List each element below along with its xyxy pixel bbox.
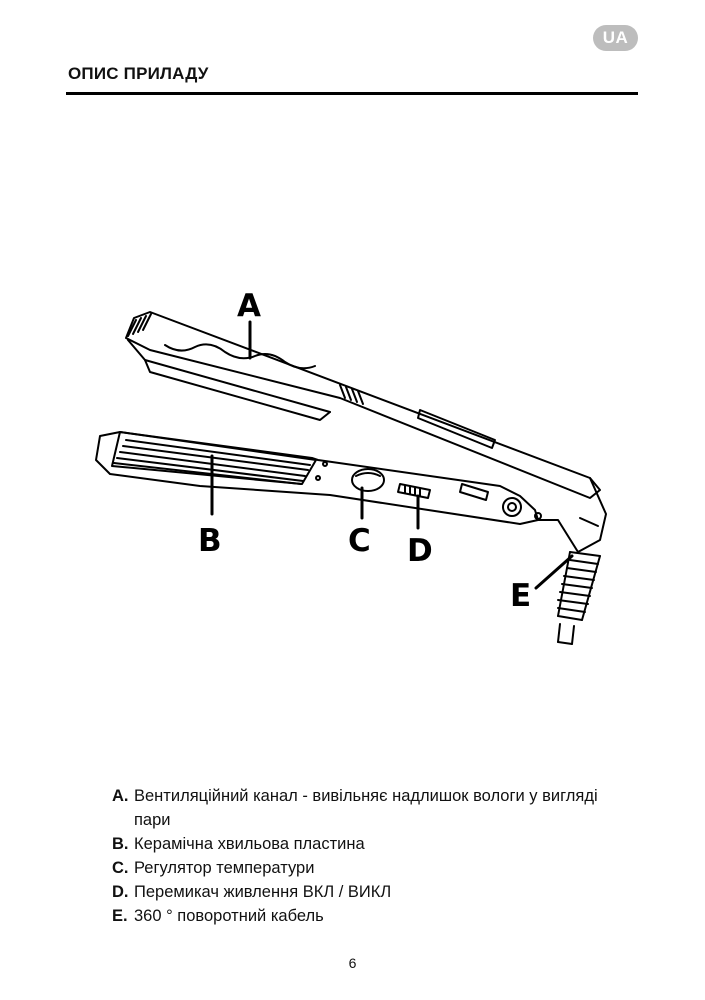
legend-key: D. [112,883,129,901]
section-title: ОПИС ПРИЛАДУ [68,64,209,83]
upper-arm [125,311,601,499]
legend-key: A. [112,787,129,805]
legend-item-c: C. Регулятор температури [112,856,632,880]
legend-text: Регулятор температури [134,859,315,877]
parts-legend: A. Вентиляційний канал - вивільняє надли… [112,784,632,928]
callout-b: B [198,523,222,559]
legend-text: Вентиляційний канал - вивільняє надлишок… [134,787,598,829]
callout-c: C [348,523,371,559]
leader-e [534,554,574,590]
legend-key: C. [112,859,129,877]
legend-text: Перемикач живлення ВКЛ / ВИКЛ [134,883,392,901]
page-number: 6 [348,955,357,971]
legend-item-b: B. Керамічна хвильова пластина [112,832,632,856]
legend-item-d: D. Перемикач живлення ВКЛ / ВИКЛ [112,880,632,904]
callout-d: D [407,533,433,569]
legend-text: Керамічна хвильова пластина [134,835,365,853]
language-badge: UA [593,25,638,51]
callout-e: E [510,578,531,614]
swivel-cable [537,477,607,645]
legend-key: B. [112,835,129,853]
legend-text: 360 ° поворотний кабель [134,907,324,925]
title-divider [66,92,638,95]
callout-a: A [237,288,261,324]
legend-item-a: A. Вентиляційний канал - вивільняє надли… [112,784,632,832]
legend-item-e: E. 360 ° поворотний кабель [112,904,632,928]
lower-arm [95,431,542,525]
legend-key: E. [112,907,128,925]
